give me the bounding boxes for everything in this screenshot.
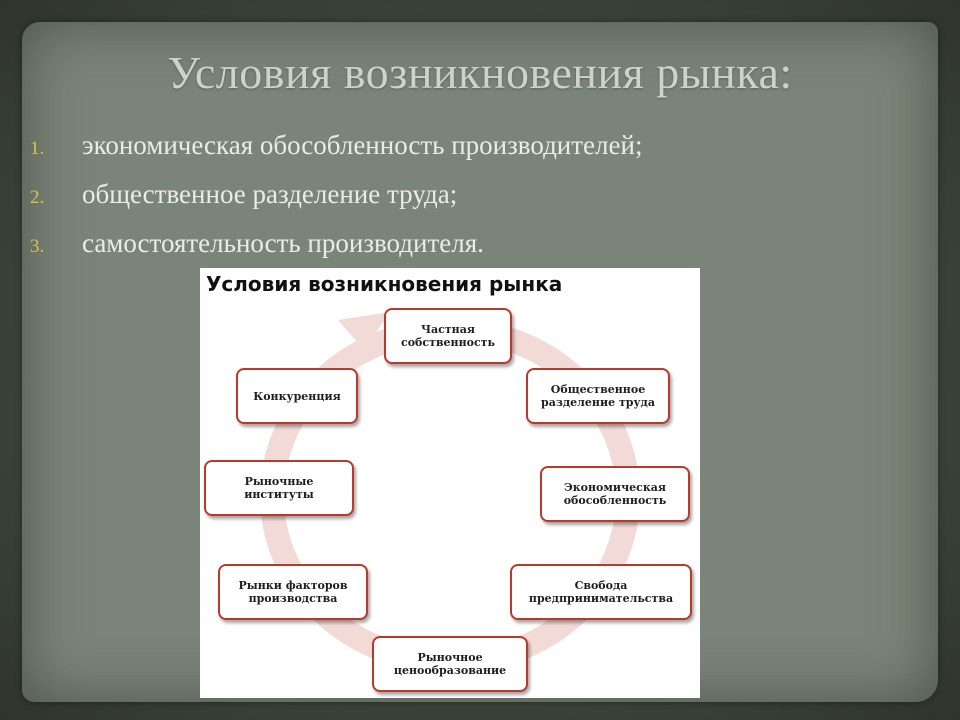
node-division-of-labor: Общественное разделение труда: [526, 368, 670, 424]
node-market-pricing: Рыночное ценообразование: [372, 636, 528, 692]
node-economic-isolation: Экономическая обособленность: [540, 466, 690, 522]
list-text: экономическая обособленность производите…: [82, 130, 643, 160]
node-competition: Конкуренция: [236, 368, 358, 424]
diagram-title: Условия возникновения рынка: [206, 272, 563, 296]
cycle-arrowhead: [338, 312, 390, 350]
node-factor-markets: Рынки факторов производства: [218, 564, 368, 620]
list-number: 1.: [30, 138, 45, 159]
list-text: общественное разделение труда;: [82, 179, 458, 209]
node-private-property: Частная собственность: [384, 308, 512, 364]
node-market-institutions: Рыночные институты: [204, 460, 354, 516]
diagram-figure: Условия возникновения рынка Частная собс…: [200, 268, 700, 698]
slide-title: Условия возникновения рынка:: [167, 47, 793, 98]
node-free-enterprise: Свобода предпринимательства: [510, 564, 692, 620]
list-number: 3.: [30, 236, 45, 257]
list-number: 2.: [30, 187, 45, 208]
list-text: самостоятельность производителя.: [82, 228, 484, 258]
